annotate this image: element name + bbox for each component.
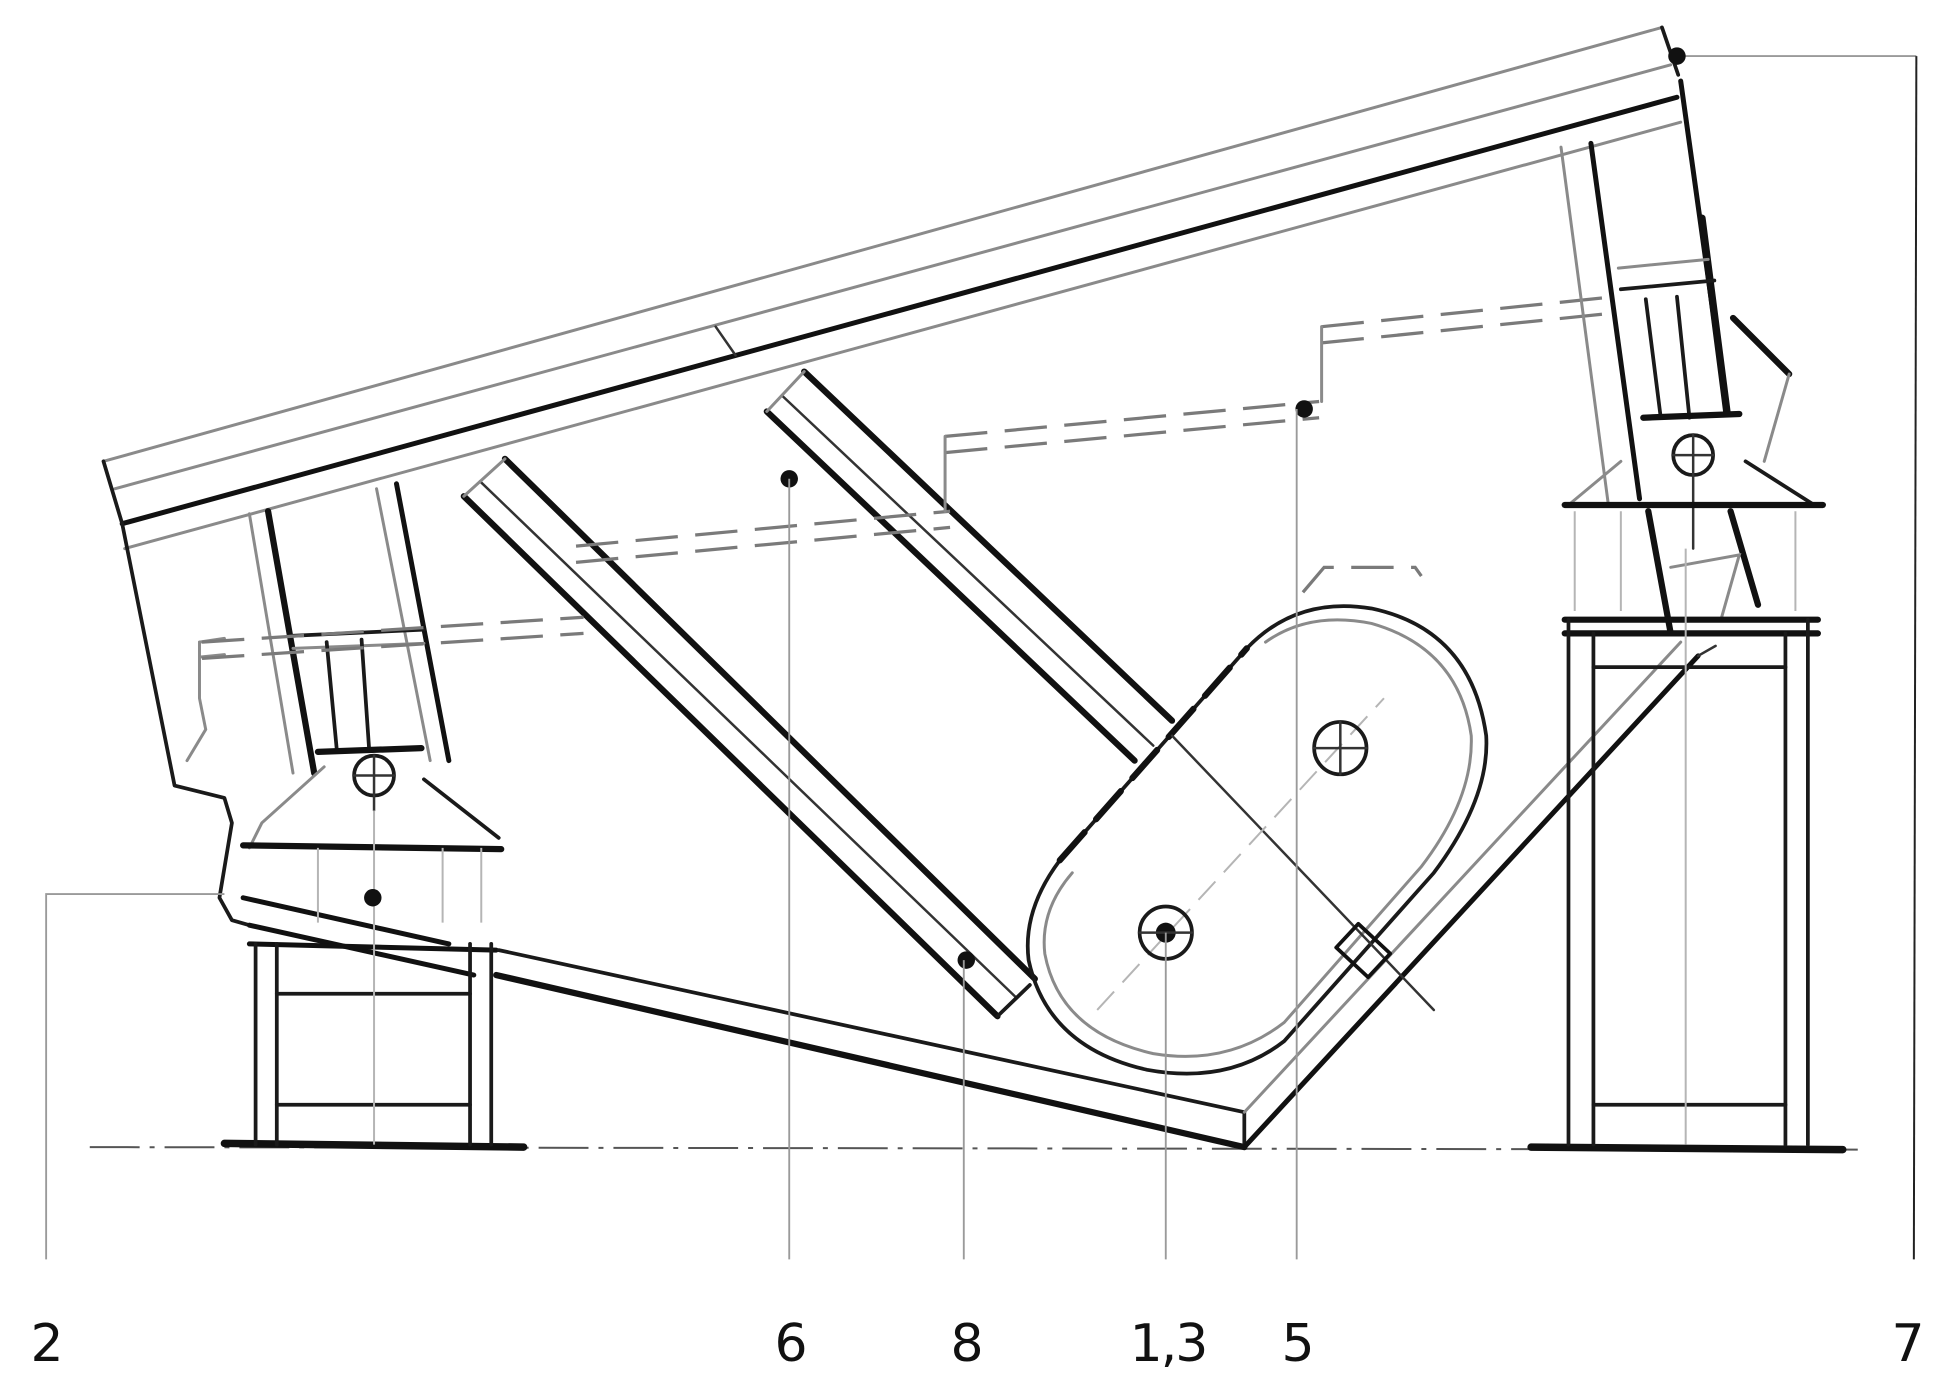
- dashed-guides: [201, 295, 1615, 660]
- leader-2: [45, 893, 225, 1260]
- left-support: [240, 765, 505, 1147]
- callout-label-8: 8: [950, 1314, 983, 1374]
- corner-dot-7: [1668, 47, 1686, 65]
- callout-label-6: 6: [774, 1314, 807, 1374]
- upper-screen-plate: [763, 368, 1176, 764]
- callout-label-7: 7: [1891, 1314, 1924, 1374]
- lower-trough: [493, 640, 1717, 1151]
- drive-housing: [1025, 400, 1489, 1076]
- pivot-dot-2: [364, 889, 382, 907]
- callout-label-1-3: 1,3: [1129, 1314, 1209, 1374]
- top-beam: [101, 25, 1683, 551]
- right-hanger: [1559, 78, 1826, 1147]
- leader-7-v: [1912, 56, 1918, 1260]
- plate-dot-8: [957, 951, 976, 969]
- guide-dot-5: [1295, 400, 1313, 418]
- leader-lines: [45, 47, 1918, 1260]
- left-screen-plate: [460, 455, 1038, 1020]
- callout-label-2: 2: [30, 1314, 63, 1374]
- left-end-plate: [120, 521, 252, 928]
- callout-label-5: 5: [1281, 1314, 1314, 1374]
- ground-line: [89, 1139, 1858, 1154]
